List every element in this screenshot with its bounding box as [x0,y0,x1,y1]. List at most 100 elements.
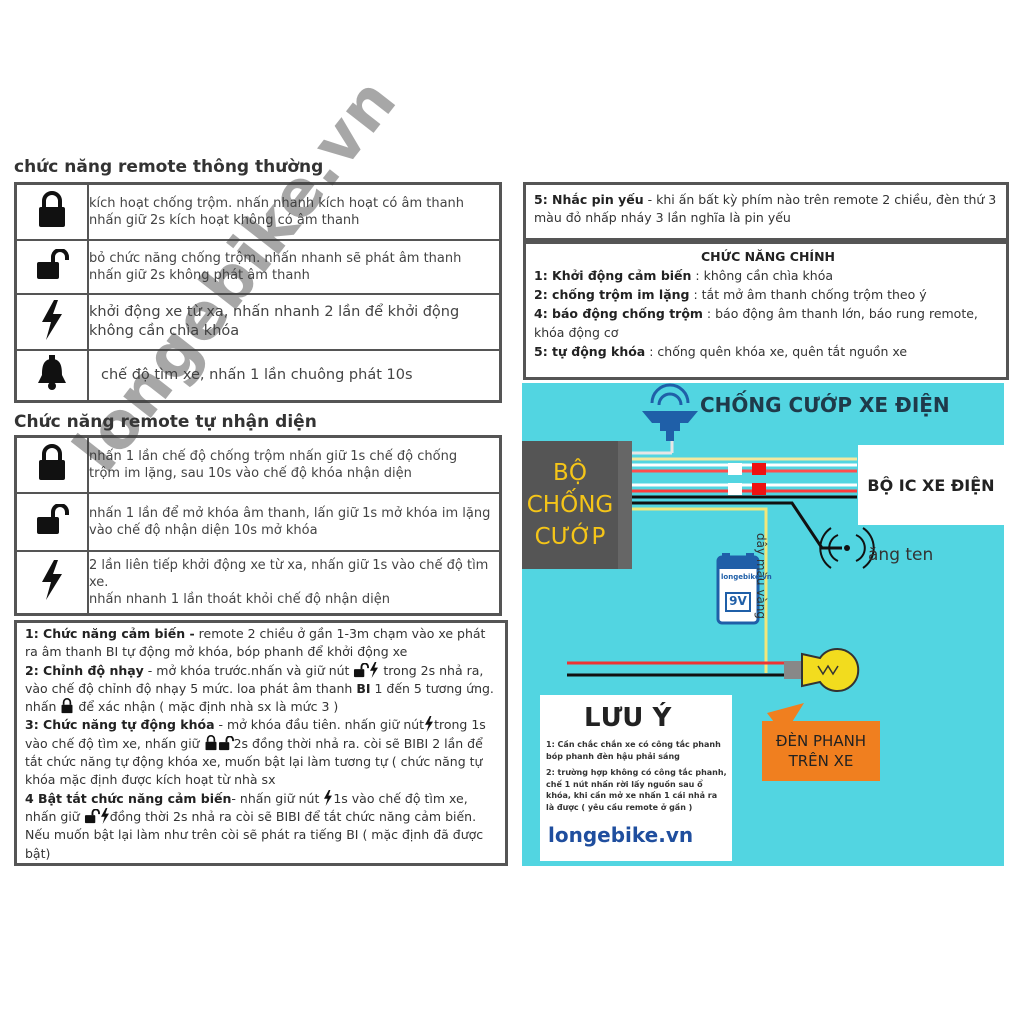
main-function-heading: 2: chống trộm im lặng [534,287,690,302]
diagram-title: CHỐNG CƯỚP XE ĐIỆN [700,393,950,417]
brake-label-line2: TRÊN XE [788,752,854,770]
lightning-icon [42,299,62,340]
auto-functions-table: nhấn 1 lần chế độ chống trộm nhấn giữ 1s… [14,435,502,616]
note-4-heading: 4 Bật tắt chức năng cảm biến [25,790,232,806]
main-function-heading: 1: Khởi động cảm biến [534,268,692,283]
row-text-line2: nhấn giữ 2s không phát âm thanh [89,267,310,283]
note-title: LƯU Ý [584,703,672,733]
note-item-1: 1: Cần chắc chắn xe có công tắc phanh bó… [546,740,721,761]
unlock-icon [354,662,370,677]
unlock-icon [218,735,234,750]
note-4-text-b: 1s vào chế độ tìm xe, nhấn giữ [25,790,468,824]
table-row: nhấn 1 lần để mở khóa âm thanh, lấn giữ … [14,491,502,552]
unlock-icon [84,808,100,824]
main-function-item: 2: chống trộm im lặng : tắt mở âm thanh … [534,285,1002,304]
note-2-text-d: để xác nhận ( mặc định nhà sx là mức 3 ) [74,699,339,715]
main-function-item: 1: Khởi động cảm biến : không cần chìa k… [534,266,1002,285]
row-text-line1: nhấn 1 lần để mở khóa âm thanh, lấn giữ … [89,505,491,521]
wiring-lines [567,383,875,735]
main-function-text: : báo động âm thanh lớn, báo rung remote… [534,306,978,340]
unlock-icon [37,503,69,534]
note-2-bi: BI [356,680,371,696]
main-function-text: : tắt mở âm thanh chống trộm theo ý [689,287,927,302]
note-box: LƯU Ý 1: Cần chắc chắn xe có công tắc ph… [540,695,732,861]
row-text-line1: 2 lần liên tiếp khởi động xe từ xa, nhấn… [89,557,489,573]
note-3-heading: 3: Chức năng tự động khóa [25,717,215,733]
note-4: 4 Bật tắt chức năng cảm biến- nhấn giữ n… [25,789,499,863]
row-text-line3: nhấn nhanh 1 lần thoát khỏi chế độ nhận … [89,591,390,607]
basic-functions-table: kích hoạt chống trộm. nhấn nhanh kích ho… [14,182,502,403]
main-function-text: : không cần chìa khóa [691,268,834,283]
ic-box: BỘ IC XE ĐIỆN [858,445,1004,525]
main-function-heading: 5: tự động khóa [534,344,646,359]
battery-voltage: 9V [729,594,747,608]
section-title-auto: Chức năng remote tự nhận diện [14,412,317,432]
main-functions-title: CHỨC NĂNG CHÍNH [700,249,836,264]
note-1-heading: 1: Chức năng cảm biến - [25,626,195,641]
battery-icon [716,553,760,625]
lightning-icon [425,716,434,733]
lock-icon [39,443,65,480]
anti-theft-box: BỘ CHỐNG CƯỚP [522,441,618,569]
battery-warning-box: 5: Nhắc pin yếu - khi ấn bất kỳ phím nào… [523,182,1009,244]
antenna-icon [819,527,875,569]
row-text-line1: khởi động xe từ xa, nhấn nhanh 2 lần để … [89,303,460,320]
battery-warning-heading: 5: Nhắc pin yếu [534,192,644,207]
notes-box: 1: Chức năng cảm biến - remote 2 chiều ở… [14,620,508,866]
row-text-line2: trộm im lặng, sau 10s vào chế độ khóa nh… [89,465,412,481]
section-title-basic: chức năng remote thông thường [14,157,324,177]
note-4-text-c: đồng thời 2s nhả ra còi sẽ BIBI để tắt c… [25,808,484,861]
note-2-text-a: - mở khóa trước.nhấn và giữ nút [143,662,354,678]
row-text-line2: nhấn giữ 2s kích hoạt không có âm thanh [89,212,360,228]
antenna-label: ăng ten [868,545,934,565]
bulb-icon [784,648,860,692]
table-row: kích hoạt chống trộm. nhấn nhanh kích ho… [14,182,502,241]
row-text-line1: chế độ tìm xe, nhấn 1 lần chuông phát 10… [101,366,413,383]
table-row: 2 lần liên tiếp khởi động xe từ xa, nhấn… [14,549,502,616]
row-text-line2: xe. [89,574,109,590]
box-connector [618,441,632,569]
note-3-text-b: trong 1s vào chế độ tìm xe, nhấn giữ [25,717,486,751]
row-text-line2: không cần chìa khóa [89,322,240,339]
lock-icon [205,734,217,750]
main-functions-box: CHỨC NĂNG CHÍNH 1: Khởi động cảm biến : … [523,238,1009,380]
battery-warning-text: - khi ấn bất kỳ phím nào trên remote 2 c… [534,192,997,225]
brake-light-label: ĐÈN PHANH TRÊN XE [762,721,880,781]
box-line3: CƯỚP [534,524,606,550]
note-2-text-b: trong 2s nhả ra, vào chế độ chỉnh độ nhạ… [25,662,484,696]
note-1: 1: Chức năng cảm biến - remote 2 chiều ở… [25,625,499,662]
wiring-diagram: CHỐNG CƯỚP XE ĐIỆN BỘ CHỐNG CƯỚP BỘ IC X… [522,383,1004,866]
box-line2: CHỐNG [526,492,614,518]
row-text-line1: bỏ chức năng chống trộm. nhấn nhanh sẽ p… [89,250,462,266]
main-function-text: : chống quên khóa xe, quên tắt nguồn xe [645,344,908,359]
lightning-icon [100,807,109,824]
lightning-icon [42,560,62,601]
note-3-text-a: - mở khóa đầu tiên. nhấn giữ nút [214,717,425,733]
note-2: 2: Chỉnh độ nhạy - mở khóa trước.nhấn và… [25,661,499,717]
lightning-icon [324,789,333,806]
battery-brand: longebike.vn [721,573,772,581]
box-line1: BỘ [553,460,587,486]
note-item-2: 2: trường hợp không có công tắc phanh, c… [546,768,727,812]
note-1-text: remote 2 chiều ở gần 1-3m chạm vào xe ph… [25,626,486,660]
note-2-text-c: 1 đến 5 tương ứng. nhấn [25,680,494,715]
bell-icon [38,355,66,391]
brake-label-line1: ĐÈN PHANH [775,732,867,750]
table-row: bỏ chức năng chống trộm. nhấn nhanh sẽ p… [14,238,502,295]
table-row: nhấn 1 lần chế độ chống trộm nhấn giữ 1s… [14,435,502,494]
note-4-text-a: - nhấn giữ nút [231,790,324,806]
table-row: chế độ tìm xe, nhấn 1 lần chuông phát 10… [14,348,502,403]
lightning-icon [370,661,379,678]
site-label: longebike.vn [548,823,694,847]
note-3-text-c: 2s đồng thời nhả ra. còi sẽ BIBI 2 lần đ… [25,735,483,788]
main-function-item: 4: báo động chống trộm : báo động âm tha… [534,304,1002,342]
lock-icon [39,190,65,227]
unlock-icon [37,248,69,279]
row-text-line1: nhấn 1 lần chế độ chống trộm nhấn giữ 1s… [89,448,458,464]
row-text-line2: vào chế độ nhận diện 10s mở khóa [89,522,318,538]
main-function-item: 5: tự động khóa : chống quên khóa xe, qu… [534,342,1002,361]
main-function-heading: 4: báo động chống trộm [534,306,703,321]
table-row: khởi động xe từ xa, nhấn nhanh 2 lần để … [14,292,502,351]
note-3: 3: Chức năng tự động khóa - mở khóa đầu … [25,716,499,789]
row-text-line1: kích hoạt chống trộm. nhấn nhanh kích ho… [89,195,465,211]
